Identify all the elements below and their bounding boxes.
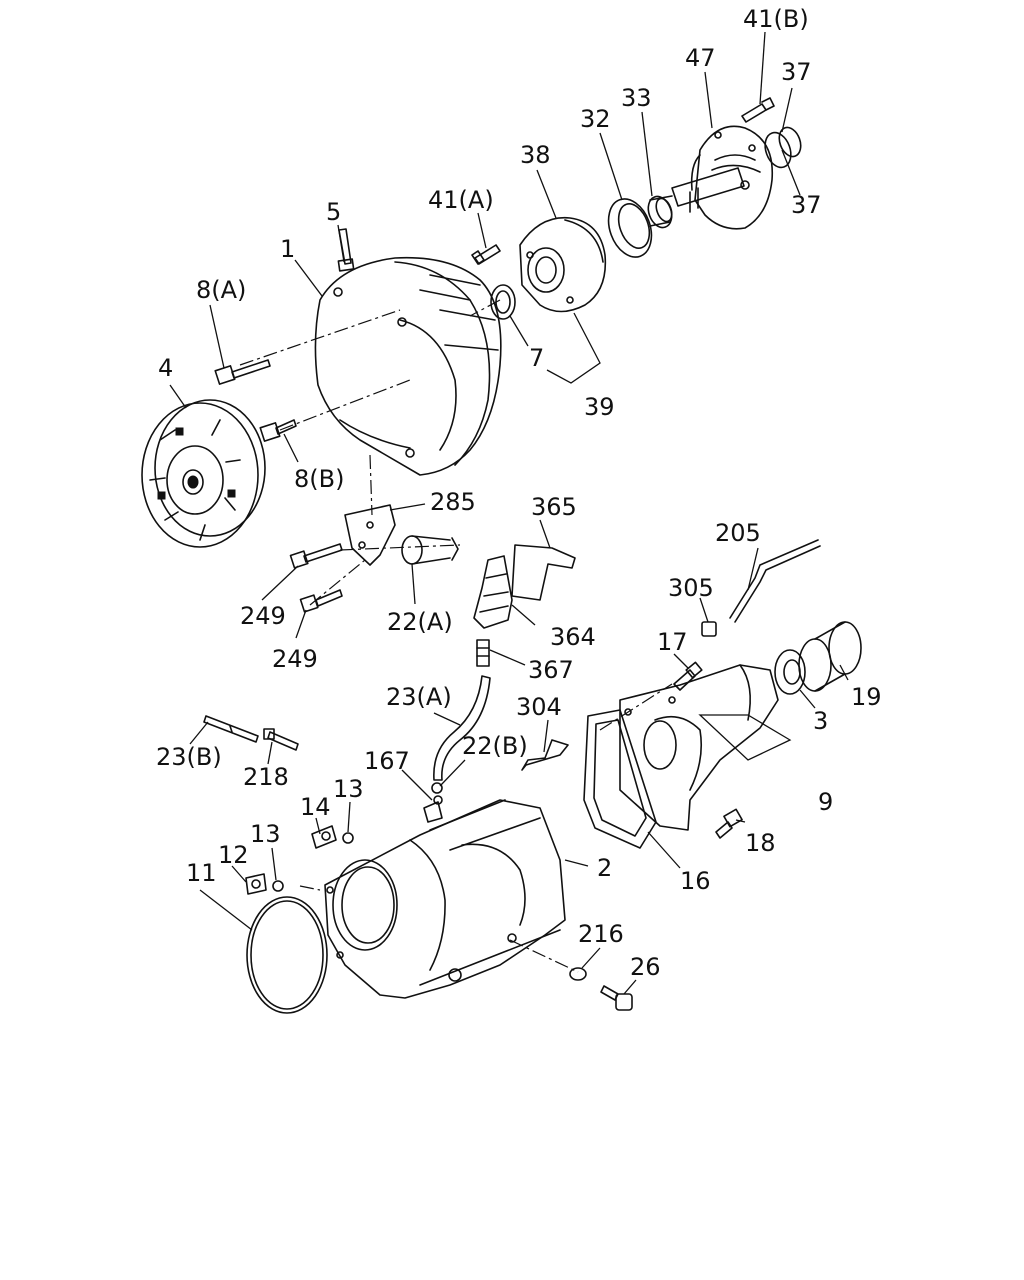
callout-3: 3	[813, 707, 828, 735]
pump-body-38	[519, 216, 607, 313]
callout-14: 14	[300, 793, 331, 821]
rod-205	[729, 539, 821, 623]
extension-housing-9	[619, 664, 779, 831]
callout-1: 1	[280, 235, 295, 263]
bolt-249-upper	[289, 543, 343, 569]
pump-cover-47	[671, 125, 774, 230]
callout-205: 205	[715, 519, 761, 547]
callout-8a: 8(A)	[196, 276, 246, 304]
clip-304	[521, 739, 569, 771]
callout-22a: 22(A)	[387, 608, 453, 636]
callout-5: 5	[326, 198, 341, 226]
callout-37-bottom: 37	[791, 191, 822, 219]
callout-216: 216	[578, 920, 624, 948]
callout-367: 367	[528, 656, 574, 684]
callout-labels: 41(B) 47 37 37 33 32 38 41(A) 5 1 8(A) 4…	[156, 5, 882, 981]
gasket-16	[583, 709, 657, 849]
callout-249-upper: 249	[240, 602, 286, 630]
callout-19: 19	[851, 683, 882, 711]
pin-23b	[203, 715, 259, 743]
bolt-5	[337, 228, 355, 272]
callout-39: 39	[584, 393, 615, 421]
callout-47: 47	[685, 44, 716, 72]
washer-216	[569, 967, 587, 981]
bushing-19	[798, 621, 862, 692]
gear-ring-32	[607, 198, 653, 258]
callout-18: 18	[745, 829, 776, 857]
callout-16: 16	[680, 867, 711, 895]
callout-23b: 23(B)	[156, 743, 222, 771]
callout-218: 218	[243, 763, 289, 791]
callout-364: 364	[550, 623, 596, 651]
snap-ring-37	[764, 126, 802, 169]
callout-2: 2	[597, 854, 612, 882]
leader-lines	[169, 31, 849, 995]
washer-13-upper	[342, 832, 354, 844]
callout-12: 12	[218, 841, 249, 869]
gear-33	[647, 195, 673, 229]
callout-26: 26	[630, 953, 661, 981]
callout-13-lower: 13	[250, 820, 281, 848]
bolt-17	[673, 661, 703, 691]
callout-38: 38	[520, 141, 551, 169]
callout-285: 285	[430, 488, 476, 516]
callout-8b: 8(B)	[294, 465, 344, 493]
callout-365: 365	[531, 493, 577, 521]
callout-305: 305	[668, 574, 714, 602]
o-ring-11	[246, 896, 328, 1014]
callout-41a: 41(A)	[428, 186, 494, 214]
bolt-8b	[259, 419, 297, 442]
washer-13-lower	[272, 880, 284, 892]
callout-41b: 41(B)	[743, 5, 809, 33]
clamp-22b	[431, 782, 443, 794]
hose-23a	[433, 675, 491, 781]
callout-33: 33	[621, 84, 652, 112]
plug-305	[701, 621, 717, 637]
callout-249-lower: 249	[272, 645, 318, 673]
callout-23a: 23(A)	[386, 683, 452, 711]
callout-4: 4	[158, 354, 173, 382]
bolt-41a	[471, 244, 501, 265]
callout-11: 11	[186, 859, 217, 887]
callout-22b: 22(B)	[462, 732, 528, 760]
bolt-249-lower	[299, 589, 343, 613]
bolt-8a	[214, 359, 271, 385]
callout-167: 167	[364, 747, 410, 775]
filter-364	[473, 555, 513, 629]
transmission-case-2	[324, 799, 566, 999]
callout-32: 32	[580, 105, 611, 133]
fitting-167	[423, 795, 443, 823]
converter-housing-1	[314, 256, 502, 476]
torque-converter-4	[141, 399, 266, 548]
plate-365	[511, 544, 576, 601]
stud-218	[263, 728, 299, 751]
callout-37-top: 37	[781, 58, 812, 86]
plug-12	[245, 873, 267, 895]
callout-9: 9	[818, 788, 833, 816]
fitting-367	[476, 639, 490, 667]
callout-13-upper: 13	[333, 775, 364, 803]
callout-304: 304	[516, 693, 562, 721]
bracket-285	[344, 504, 396, 566]
callout-7: 7	[529, 344, 544, 372]
bolt-41b	[741, 97, 775, 123]
bearing-3	[774, 649, 806, 695]
callout-17: 17	[657, 628, 688, 656]
fitting-14	[311, 825, 337, 849]
alignment-lines	[239, 299, 673, 973]
bolt-18	[715, 808, 743, 839]
clamp-22a	[401, 535, 459, 565]
